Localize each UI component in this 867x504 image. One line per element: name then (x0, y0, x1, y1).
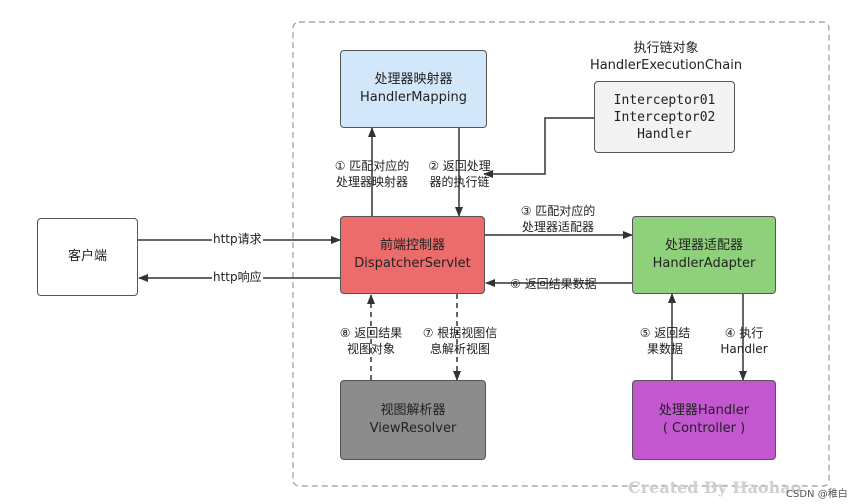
http-request-text: http请求 (213, 232, 262, 246)
handler-controller-cn: 处理器Handler (658, 403, 750, 418)
step5-line2: 果数据 (646, 342, 683, 356)
execution-chain-box: Interceptor01 Interceptor02 Handler (594, 81, 735, 153)
handler-mapping-cn: 处理器映射器 (374, 72, 453, 87)
step7-label: ⑦ 根据视图信 息解析视图 (408, 325, 512, 357)
view-resolver-cn: 视图解析器 (380, 403, 446, 418)
watermark-csdn: CSDN @稚白 (786, 485, 848, 500)
step4-line2: Handler (720, 342, 768, 356)
container-dashed-border (292, 21, 830, 487)
step8-line2: 视图对象 (346, 342, 395, 356)
dispatcher-servlet-cn: 前端控制器 (379, 238, 445, 253)
step1-line1: ① 匹配对应的 (334, 159, 410, 173)
step8-line1: ⑧ 返回结果 (339, 326, 403, 340)
execution-chain-title-cn: 执行链对象 (633, 41, 699, 56)
step2-line2: 器的执行链 (429, 175, 490, 189)
watermark-created-by: Created By Haohao (628, 478, 801, 497)
client-box: 客户端 (37, 218, 138, 296)
handler-adapter-box: 处理器适配器 HandlerAdapter (632, 216, 776, 294)
handler-mapping-en: HandlerMapping (360, 90, 467, 105)
step3-label: ③ 匹配对应的 处理器适配器 (508, 203, 608, 235)
step1-label: ① 匹配对应的 处理器映射器 (320, 158, 424, 190)
step3-line1: ③ 匹配对应的 (520, 204, 596, 218)
handler-mapping-box: 处理器映射器 HandlerMapping (340, 50, 487, 128)
watermark-csdn-text: CSDN @稚白 (786, 489, 848, 500)
step5-label: ⑤ 返回结 果数据 (630, 325, 700, 357)
watermark-created-by-text: Created By Haohao (628, 478, 802, 497)
interceptor01-label: Interceptor01 (613, 92, 716, 108)
step8-label: ⑧ 返回结果 视图对象 (322, 325, 420, 357)
handler-adapter-en: HandlerAdapter (652, 256, 756, 271)
chain-handler-label: Handler (637, 126, 692, 142)
interceptor02-label: Interceptor02 (613, 109, 716, 125)
step6-label: ⑥ 返回结果数据 (510, 276, 597, 292)
step2-label: ② 返回处理 器的执行链 (412, 158, 507, 190)
dispatcher-servlet-box: 前端控制器 DispatcherServlet (340, 216, 485, 294)
handler-adapter-cn: 处理器适配器 (664, 238, 743, 253)
http-request-label: http请求 (212, 231, 263, 247)
view-resolver-box: 视图解析器 ViewResolver (340, 380, 486, 460)
step5-line1: ⑤ 返回结 (639, 326, 691, 340)
http-response-label: http响应 (212, 269, 263, 285)
step4-label: ④ 执行 Handler (710, 325, 778, 357)
client-label: 客户端 (67, 249, 107, 264)
step1-line2: 处理器映射器 (335, 175, 408, 189)
step6-text: ⑥ 返回结果数据 (510, 277, 597, 291)
http-response-text: http响应 (213, 270, 262, 284)
dispatcher-servlet-en: DispatcherServlet (354, 256, 471, 271)
step4-line1: ④ 执行 (724, 326, 764, 340)
step2-line1: ② 返回处理 (428, 159, 491, 173)
arrow-chain-to-dispatcher (483, 117, 594, 178)
step7-line2: 息解析视图 (429, 342, 490, 356)
execution-chain-title-en: HandlerExecutionChain (589, 58, 743, 73)
step7-line1: ⑦ 根据视图信 (422, 326, 498, 340)
execution-chain-title: 执行链对象 HandlerExecutionChain (586, 40, 746, 74)
handler-controller-en: ( Controller ) (662, 421, 746, 436)
step3-line2: 处理器适配器 (521, 220, 594, 234)
view-resolver-en: ViewResolver (369, 421, 457, 436)
handler-controller-box: 处理器Handler ( Controller ) (632, 380, 776, 460)
